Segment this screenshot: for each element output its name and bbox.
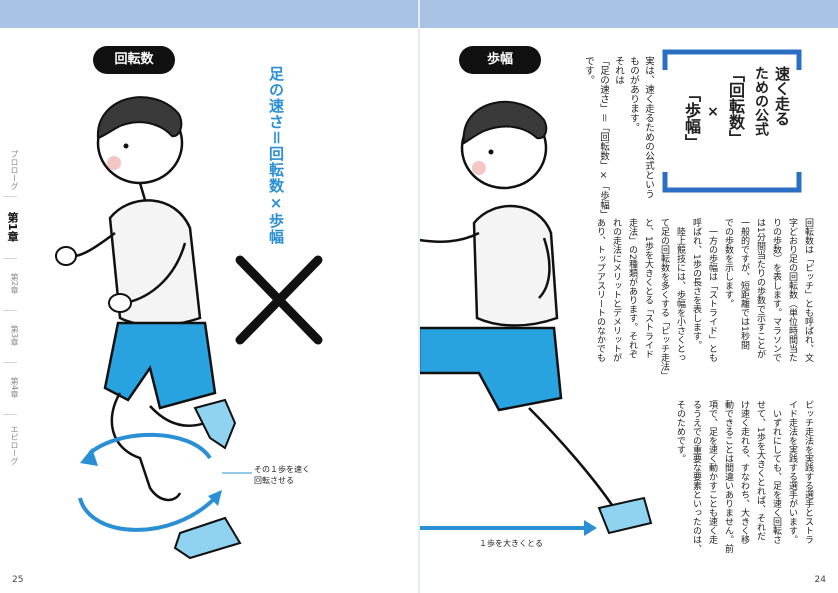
tab-chapter-4[interactable]: 第4章	[10, 377, 19, 399]
formula-heading-vertical: 足の速さ＝回転数×歩幅	[267, 66, 285, 246]
tab-epilogue[interactable]: エピローグ	[10, 425, 19, 465]
page-gutter	[418, 0, 420, 593]
body1-line-14: あり、トップアスリートのなかでも	[595, 218, 605, 362]
intro-line-5: です。	[583, 56, 594, 85]
tab-divider	[3, 310, 17, 311]
body1-line-6: での歩数を示します。	[723, 218, 733, 308]
intro-line-1: 実は、速く走るための公式という	[643, 56, 654, 199]
title-line-4: ×	[705, 104, 721, 120]
caption-rotation: その１歩を速く回転させる	[254, 465, 310, 485]
caption-stride: １歩を大きくとる	[479, 539, 543, 548]
title-bracket	[662, 49, 802, 193]
title-line-3: 「回転数」	[726, 66, 745, 146]
body1-line-10: て足の回転数を多くする「ピッチ走法」	[659, 218, 669, 380]
body2-line-1: ピッチ走法を実践する選手とストラ	[803, 400, 813, 544]
chapter-tab-rail: プロローグ 第1章 第2章 第3章 第4章 エピローグ	[0, 150, 20, 480]
body2-line-2: イド走法を実践する選手がいます。	[787, 400, 797, 544]
tab-divider	[3, 362, 17, 363]
tab-divider	[3, 196, 17, 197]
tab-prologue[interactable]: プロローグ	[10, 150, 19, 190]
title-block: 速く走る ための公式 「回転数」 × 「歩幅」	[659, 46, 807, 196]
body1-line-12: 走法」の2種類があります。それぞ	[627, 218, 637, 359]
page-number-right: 24	[814, 575, 826, 585]
title-line-5: 「歩幅」	[682, 86, 701, 150]
body2-line-3: いずれにしても、足を速く回転さ	[771, 409, 781, 544]
title-line-1: 速く走る	[773, 66, 791, 126]
title-line-2: ための公式	[753, 66, 769, 136]
body1-line-9: 陸上競技には、歩幅を小さくとっ	[675, 227, 685, 362]
label-pill-stride: 歩幅	[459, 46, 541, 74]
right-page: 歩幅 １歩を大きくとる 速く走る ための公式 「回転数」 × 「歩幅」	[419, 28, 838, 593]
tab-chapter-3[interactable]: 第3章	[10, 325, 19, 347]
intro-line-4: 「足の速さ」＝「回転数」×「歩幅」	[598, 56, 609, 220]
intro-paragraph: 実は、速く走るための公式という ものがあります。 それは 「足の速さ」＝「回転数…	[569, 56, 655, 286]
label-pill-rotation: 回転数	[93, 46, 175, 74]
tab-chapter-1[interactable]: 第1章	[0, 202, 20, 252]
body2-line-4: せて、1歩を大きくとれば、それだ	[755, 400, 765, 541]
body-column-2: ピッチ走法を実践する選手とストラ イド走法を実践する選手がいます。 いずれにして…	[667, 400, 815, 570]
body2-line-5: け速く走れる、すなわち、大きく移	[739, 400, 749, 544]
body1-line-3: りの歩数）を表します。マラソンで	[771, 218, 781, 362]
tab-divider	[3, 258, 17, 259]
body-column-1: 回転数は「ピッチ」とも呼ばれ、文 字どおり足の回転数（単位時間当た りの歩数）を…	[567, 218, 815, 388]
body1-line-13: れの走法にメリットとデメリットが	[611, 218, 621, 362]
tab-divider	[3, 414, 17, 415]
left-page: 回転数 足の速さ＝回転数×歩幅 その１歩を速く回転させる	[0, 28, 419, 593]
body2-line-7: 項で、足を速く動かすことも速く走	[707, 400, 717, 544]
runner-illustration-right	[419, 100, 653, 536]
page-number-left: 25	[12, 575, 24, 585]
body1-line-2: 字どおり足の回転数（単位時間当た	[787, 218, 797, 362]
body1-line-8: 呼ばれ、1歩の長さを表します。	[691, 218, 701, 350]
body2-line-8: るうえでの重要な要素といったのは、	[691, 400, 701, 553]
body1-line-11: と、1歩を大きくとる「ストライド	[643, 218, 653, 359]
body2-line-9: そのためです。	[675, 400, 685, 463]
runner-illustration-left	[55, 96, 323, 560]
body1-line-4: は1分間当たりの歩数で示すことが	[755, 218, 765, 359]
body1-line-7: 一方の歩幅は「ストライド」とも	[707, 227, 717, 362]
tab-chapter-2[interactable]: 第2章	[10, 273, 19, 295]
body2-line-6: 動できることは間違いありません。前	[723, 400, 733, 553]
intro-line-2: ものがあります。	[628, 56, 639, 132]
intro-line-3: それは	[613, 56, 624, 85]
body1-line-1: 回転数は「ピッチ」とも呼ばれ、文	[803, 218, 813, 362]
body1-line-5: 一般的ですが、短距離では1秒間	[739, 218, 749, 350]
